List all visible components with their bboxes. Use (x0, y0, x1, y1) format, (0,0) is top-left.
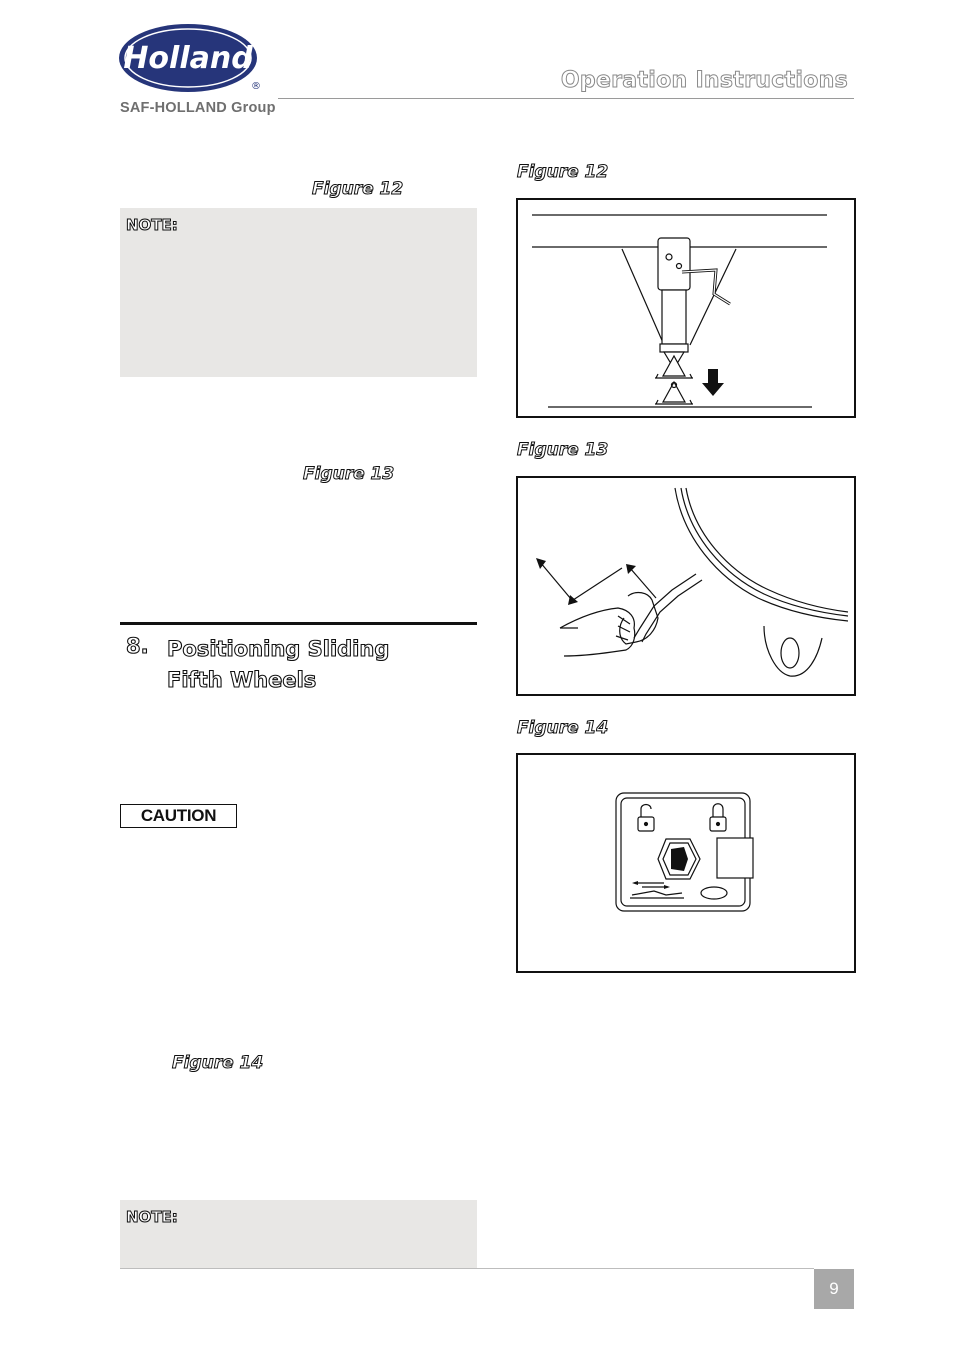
group-name: SAF-HOLLAND Group (120, 100, 276, 116)
hand-turning-crank-handle-image (536, 487, 849, 677)
figure-13-illustration (516, 476, 856, 696)
figure-13-reference: Figure 13 (302, 464, 395, 485)
section-divider (120, 622, 477, 625)
figure-12-reference: Figure 12 (311, 179, 404, 200)
svg-text:®: ® (251, 81, 261, 92)
note-label: NOTE: (126, 216, 179, 235)
section-number: 8. (125, 633, 149, 658)
page-title: Operation Instructions (560, 68, 848, 94)
figure-14-reference: Figure 14 (171, 1053, 264, 1074)
locked-padlock-icon (709, 803, 727, 832)
figure-12-illustration (516, 198, 856, 418)
note-box-2: NOTE: (120, 1200, 477, 1268)
section-heading-line-2: Fifth Wheels (166, 667, 317, 692)
note-label: NOTE: (126, 1208, 179, 1227)
holland-logo: Holland ® (118, 22, 263, 122)
landing-gear-crank-lowering-image (532, 214, 827, 408)
figure-12-caption: Figure 12 (516, 162, 609, 183)
figure-14-illustration (516, 753, 856, 973)
logo-wordmark: Holland (123, 41, 253, 76)
footer-divider (120, 1268, 814, 1269)
unlocked-padlock-icon (637, 803, 655, 832)
note-box-1: NOTE: (120, 208, 477, 377)
slider-lock-control-plate-image (615, 792, 754, 912)
section-heading: Positioning Sliding Fifth Wheels (166, 634, 467, 696)
section-heading-line-1: Positioning Sliding (166, 636, 390, 661)
figure-14-caption: Figure 14 (516, 718, 609, 739)
caution-label: CAUTION (120, 804, 237, 828)
figure-13-caption: Figure 13 (516, 440, 609, 461)
header-divider (278, 98, 854, 99)
page-number: 9 (814, 1269, 854, 1309)
